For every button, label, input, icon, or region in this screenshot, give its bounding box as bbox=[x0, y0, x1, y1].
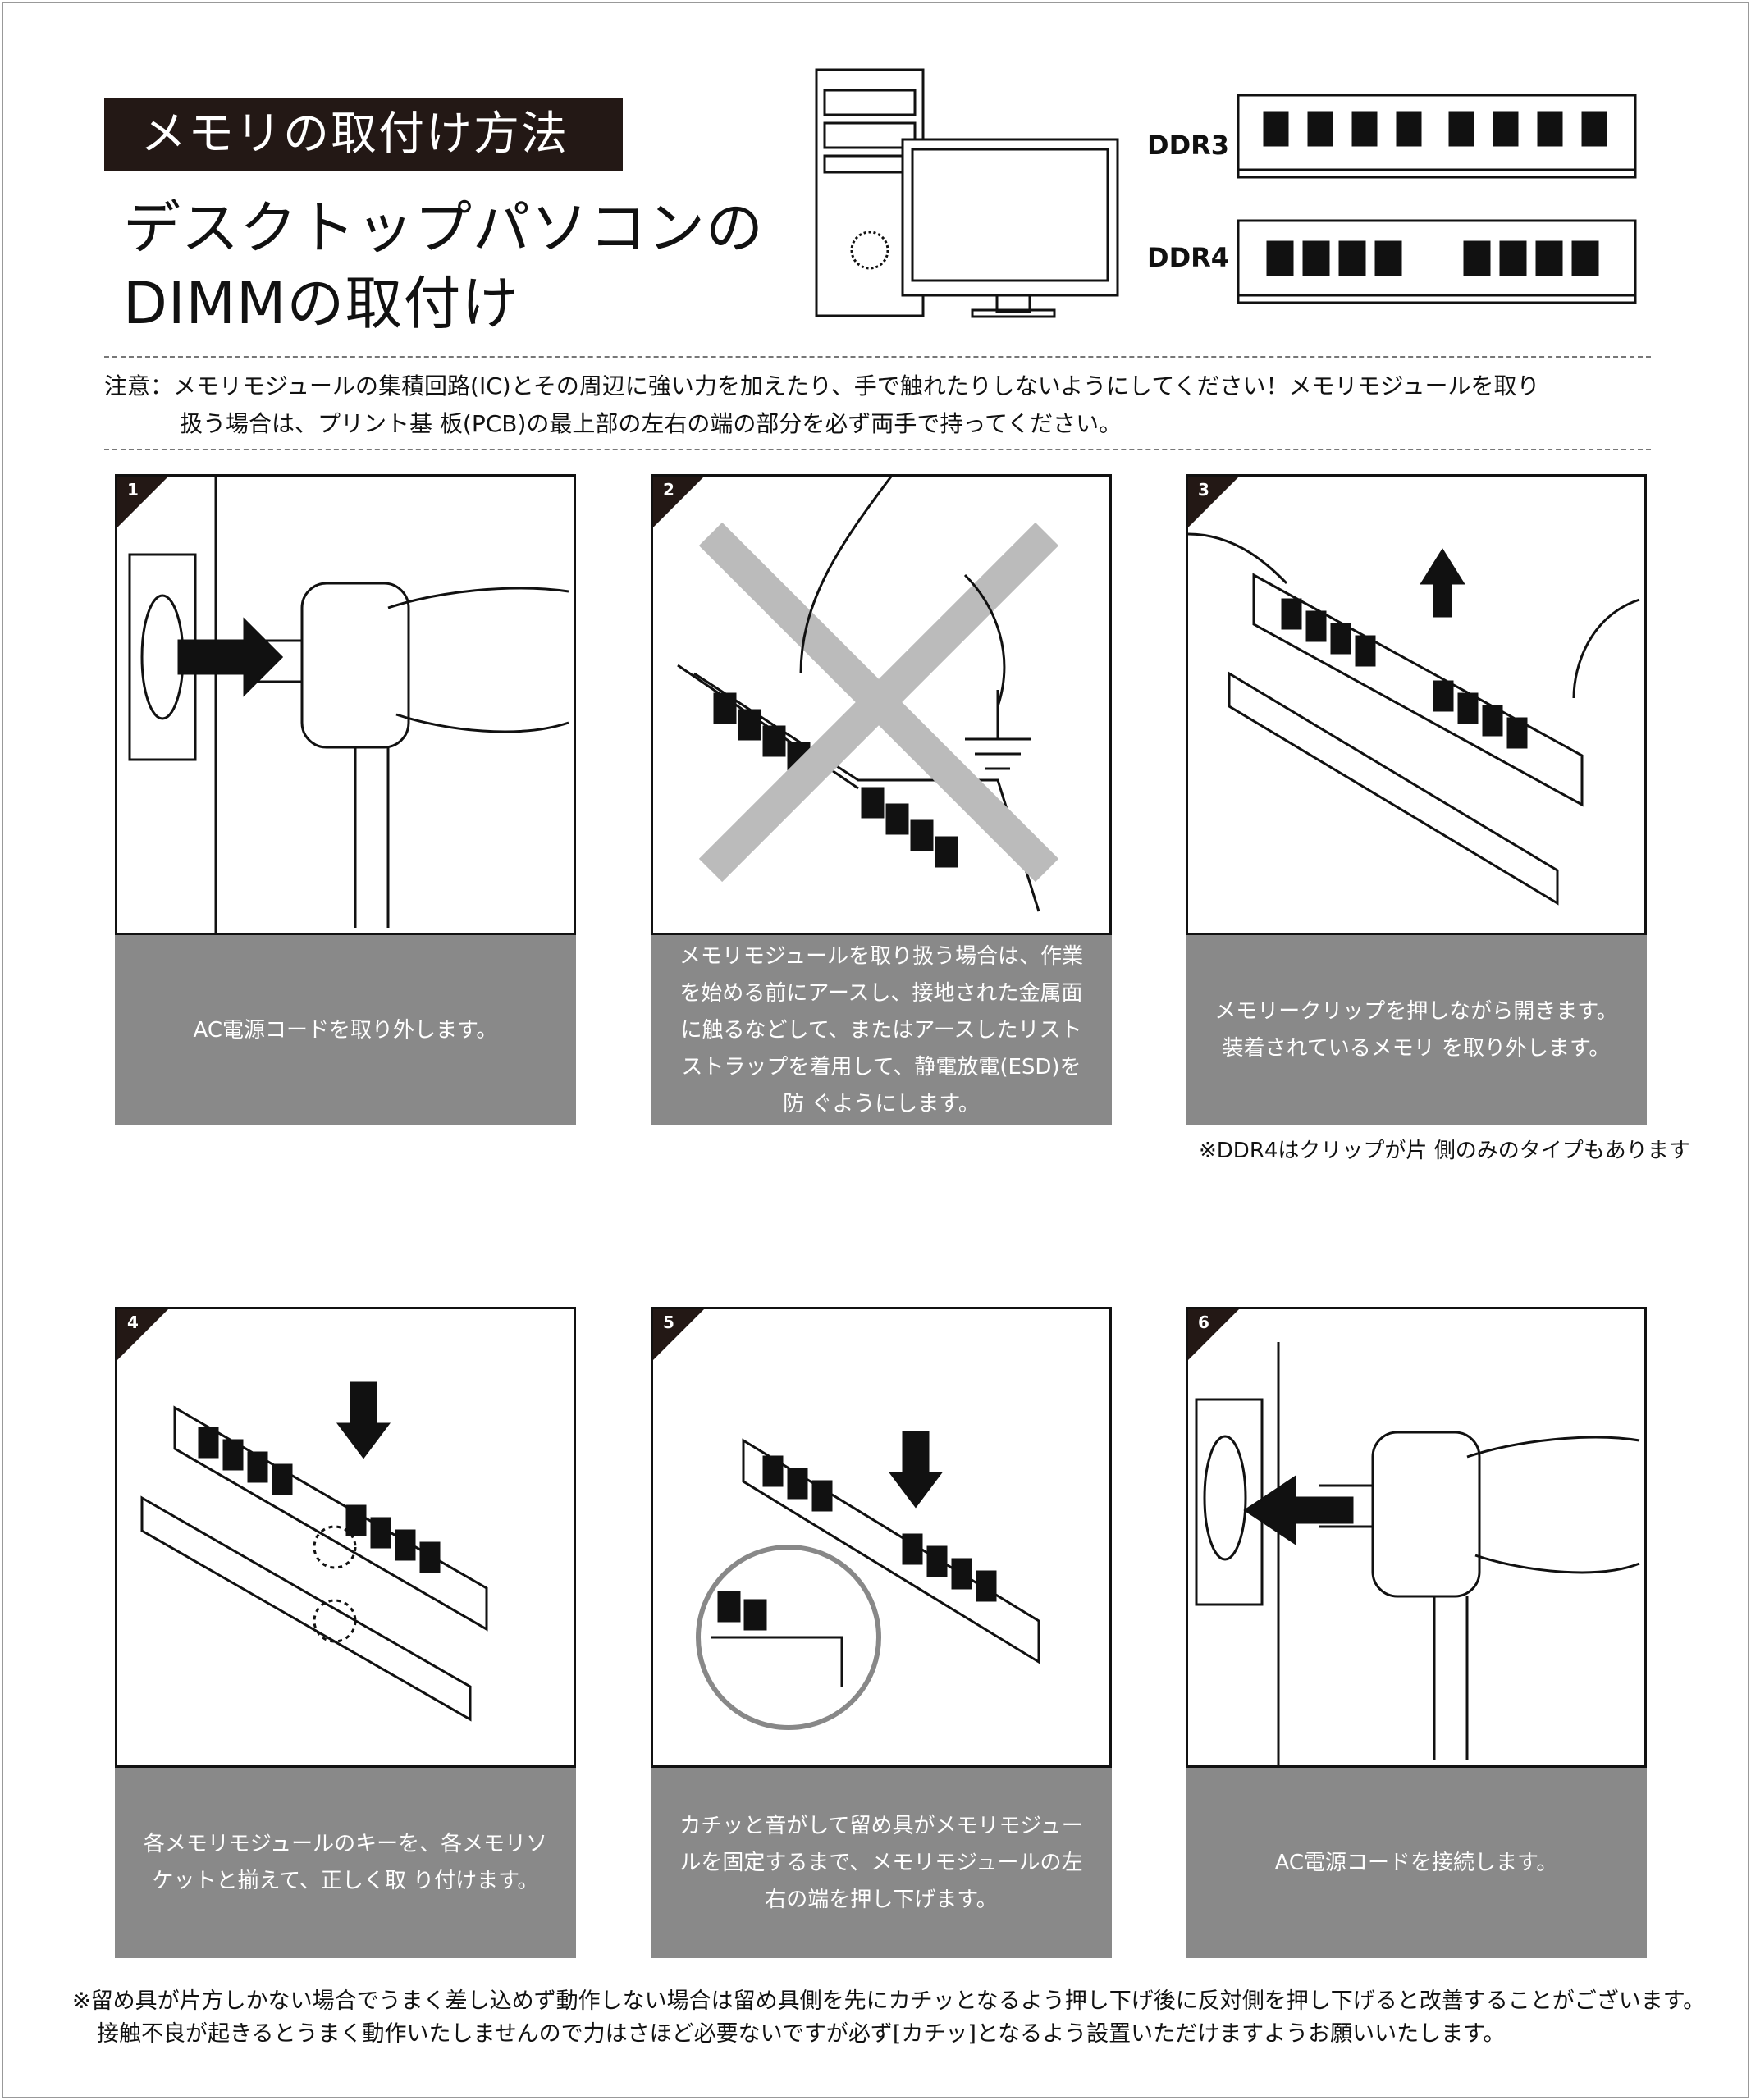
ddr3-label: DDR3 bbox=[1147, 130, 1230, 161]
divider bbox=[104, 449, 1651, 450]
notice-line-2: 扱う場合は、プリント基 板(PCB)の最上部の左右の端の部分を必ず両手で持ってく… bbox=[180, 410, 1122, 437]
step-number: 6 bbox=[1198, 1312, 1209, 1332]
page-title: メモリの取付け方法 bbox=[104, 98, 623, 171]
footer-line-1: ※留め具が片方しかない場合でうまく差し込めず動作しない場合は留め具側を先にカチッ… bbox=[72, 1988, 1706, 2014]
desktop-pc-illustration bbox=[815, 68, 1119, 318]
step-caption: AC電源コードを取り外します。 bbox=[115, 935, 576, 1125]
step-caption: メモリモジュールを取り扱う場合は、作業を始める前にアースし、接地された金属面に触… bbox=[651, 935, 1112, 1125]
step-6-illustration: 6 bbox=[1186, 1307, 1647, 1768]
step-3-illustration: 3 bbox=[1186, 474, 1647, 935]
step-6: 6 AC電源コードを接続します。 bbox=[1186, 1307, 1647, 1958]
step-number: 2 bbox=[663, 480, 674, 500]
step-4-illustration: 4 bbox=[115, 1307, 576, 1768]
ddr3-module-illustration bbox=[1237, 94, 1637, 179]
step-2: 2 メモリモジュールを取り扱う場合は、作業を始める前にアースし、接地された金属面… bbox=[651, 474, 1112, 1125]
heading-line-1: デスクトップパソコンの bbox=[123, 194, 764, 262]
step-4: 4 各メモリモジュールのキーを、各メモリソケットと揃えて、正しく取 り付けます。 bbox=[115, 1307, 576, 1958]
notice-line-1: 注意：メモリモジュールの集積回路(IC)とその周辺に強い力を加えたり、手で触れた… bbox=[104, 372, 1540, 399]
step-number: 4 bbox=[127, 1312, 139, 1332]
step-5-illustration: 5 bbox=[651, 1307, 1112, 1768]
divider bbox=[104, 356, 1651, 358]
step-2-illustration: 2 bbox=[651, 474, 1112, 935]
step-5: 5 カチッと音がして留め具がメモリモジュールを固定するまで、メモリモジュールの左… bbox=[651, 1307, 1112, 1958]
heading-line-2: DIMMの取付け bbox=[123, 270, 520, 337]
page-heading: デスクトップパソコンの DIMMの取付け bbox=[123, 190, 764, 341]
step-caption: メモリークリップを押しながら開きます。装着されているメモリ を取り外します。 bbox=[1186, 935, 1647, 1125]
caution-notice: 注意：メモリモジュールの集積回路(IC)とその周辺に強い力を加えたり、手で触れた… bbox=[104, 368, 1655, 443]
ddr4-label: DDR4 bbox=[1147, 242, 1230, 273]
step-number: 3 bbox=[1198, 480, 1209, 500]
step-caption: AC電源コードを接続します。 bbox=[1186, 1768, 1647, 1958]
footer-line-2: 接触不良が起きるとうまく動作いたしませんので力はさほど必要ないですが必ず[カチッ… bbox=[97, 2021, 1506, 2047]
step-caption: 各メモリモジュールのキーを、各メモリソケットと揃えて、正しく取 り付けます。 bbox=[115, 1768, 576, 1958]
step-3: 3 メモリークリップを押しながら開きます。装着されているメモリ を取り外します。 bbox=[1186, 474, 1647, 1125]
step-1: 1 AC電源コードを取り外します。 bbox=[115, 474, 576, 1125]
footer-note: ※留め具が片方しかない場合でうまく差し込めず動作しない場合は留め具側を先にカチッ… bbox=[72, 1985, 1705, 2051]
ddr4-note: ※DDR4はクリップが片 側のみのタイプもあります bbox=[1199, 1139, 1690, 1163]
step-1-illustration: 1 bbox=[115, 474, 576, 935]
ddr4-module-illustration bbox=[1237, 219, 1637, 304]
step-number: 5 bbox=[663, 1312, 674, 1332]
step-caption: カチッと音がして留め具がメモリモジュールを固定するまで、メモリモジュールの左右の… bbox=[651, 1768, 1112, 1958]
step-number: 1 bbox=[127, 480, 139, 500]
